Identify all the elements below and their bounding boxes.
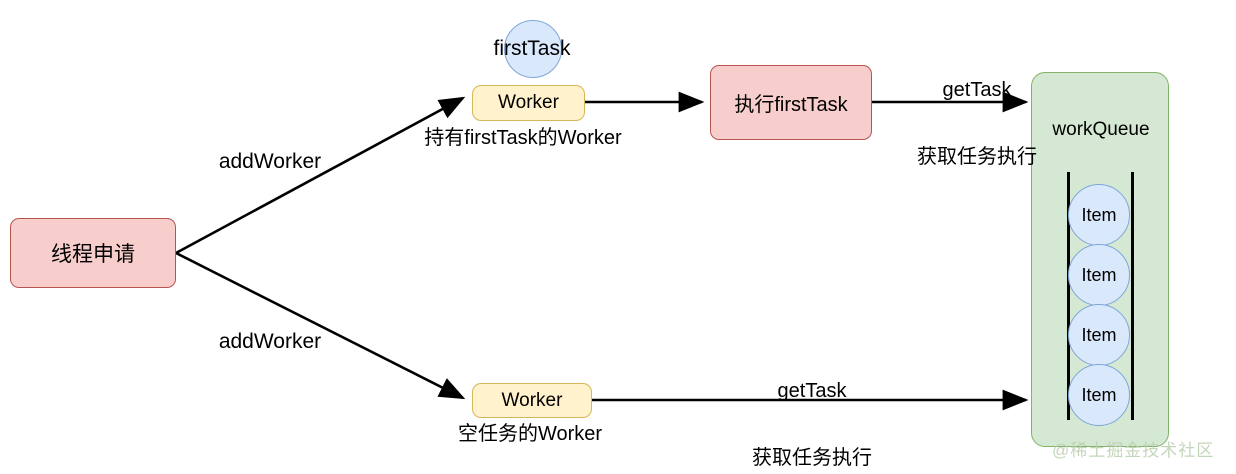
label-get-task-bottom-line1: getTask (777, 379, 847, 402)
queue-item-label: Item (1081, 324, 1117, 345)
label-get-task-top: getTask 获取任务执行 (886, 34, 1068, 213)
node-worker-bottom-label: Worker (501, 389, 563, 411)
label-add-worker-bottom: addWorker (218, 330, 322, 353)
edge-add-worker-bottom (175, 251, 466, 400)
queue-item-0[interactable]: Item (1068, 184, 1130, 246)
node-execute-first-task[interactable]: 执行firstTask (710, 65, 872, 140)
node-thread-request[interactable]: 线程申请 (10, 218, 176, 288)
queue-item-1[interactable]: Item (1068, 244, 1130, 306)
edge-add-worker-top (175, 96, 466, 255)
node-worker-top[interactable]: Worker (472, 85, 585, 121)
queue-item-label: Item (1081, 384, 1117, 405)
label-get-task-bottom-line2: 获取任务执行 (752, 446, 872, 469)
queue-item-2[interactable]: Item (1068, 304, 1130, 366)
node-execute-first-task-label: 执行firstTask (734, 94, 848, 116)
node-work-queue-label: workQueue (1052, 119, 1150, 140)
label-get-task-top-line1: getTask (942, 78, 1012, 101)
label-worker-with-first-task: 持有firstTask的Worker (424, 127, 622, 149)
queue-item-label: Item (1081, 204, 1117, 225)
label-get-task-top-line2: 获取任务执行 (917, 145, 1037, 168)
queue-rail-right (1131, 172, 1134, 420)
queue-rail-left (1067, 172, 1070, 420)
queue-item-label: Item (1081, 264, 1117, 285)
label-worker-empty-task: 空任务的Worker (457, 423, 603, 445)
label-add-worker-top: addWorker (218, 150, 322, 173)
node-worker-bottom[interactable]: Worker (472, 383, 592, 418)
label-first-task: firstTask (493, 37, 571, 60)
node-worker-top-label: Worker (498, 92, 559, 113)
queue-item-3[interactable]: Item (1068, 364, 1130, 426)
node-thread-request-label: 线程申请 (51, 243, 135, 266)
label-get-task-bottom: getTask 获取任务执行 (692, 335, 932, 474)
node-first-task-circle[interactable] (504, 20, 562, 78)
watermark: @稀土掘金技术社区 (1052, 441, 1215, 460)
